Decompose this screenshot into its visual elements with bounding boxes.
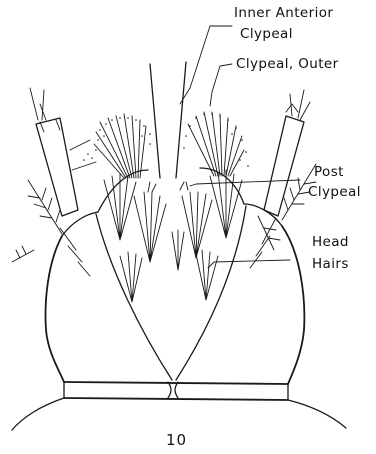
thorax-outline <box>12 398 346 430</box>
label-inner-anterior-line2: Clypeal <box>240 26 293 42</box>
neck-collar <box>64 382 288 400</box>
stipple-left <box>83 117 151 161</box>
frontal-suture <box>96 206 246 380</box>
right-antenna <box>264 90 310 216</box>
label-clypeal-outer: Clypeal, Outer <box>236 56 339 72</box>
label-inner-anterior-line1: Inner Anterior <box>234 5 333 21</box>
label-post-line1: Post <box>314 164 344 180</box>
head-capsule <box>46 168 305 384</box>
left-antenna <box>30 88 96 216</box>
label-post-line2: Clypeal <box>308 184 361 200</box>
inner-anterior-clypeal-hairs <box>150 62 186 178</box>
label-head-line2: Hairs <box>312 256 349 272</box>
outer-clypeal-tufts <box>83 112 249 178</box>
figure-number: 10 <box>166 431 187 449</box>
post-clypeal-hairs <box>148 182 188 192</box>
label-head-line1: Head <box>312 234 349 250</box>
